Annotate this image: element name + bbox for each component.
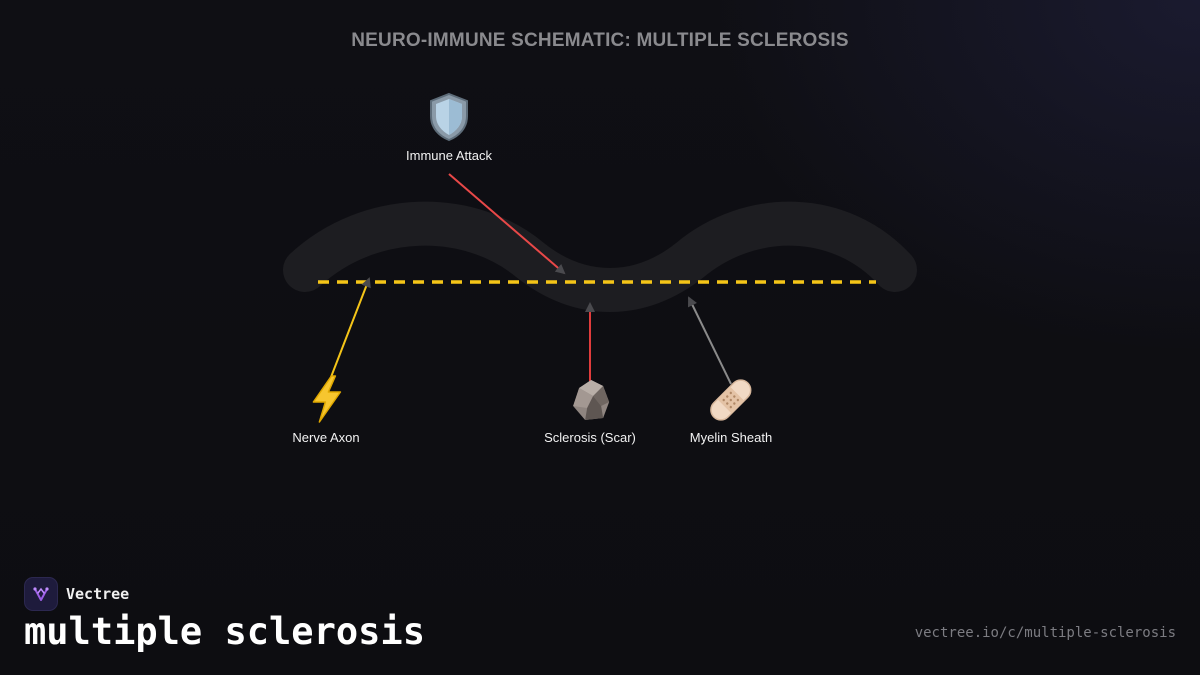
background-wave	[283, 201, 917, 312]
nerve-axon-arrow	[325, 277, 371, 391]
bandage-icon	[690, 374, 772, 426]
node-label: Myelin Sheath	[689, 430, 773, 445]
node-myelin-sheath: Myelin Sheath	[690, 374, 772, 445]
myelin-sheath-arrow	[688, 296, 732, 385]
topic-title: multiple sclerosis	[24, 610, 425, 653]
brand-name: Vectree	[66, 585, 130, 603]
node-label: Immune Attack	[406, 148, 492, 163]
brand[interactable]: Vectree	[24, 577, 129, 611]
shield-icon	[406, 92, 492, 144]
node-label: Nerve Axon	[292, 430, 360, 445]
diagram-title: NEURO-IMMUNE SCHEMATIC: MULTIPLE SCLEROS…	[351, 30, 849, 51]
immune-attack-arrow	[448, 173, 566, 275]
node-sclerosis: Sclerosis (Scar)	[544, 374, 636, 445]
rock-icon	[544, 374, 636, 426]
lightning-icon	[292, 374, 359, 426]
node-label: Sclerosis (Scar)	[544, 430, 636, 445]
node-immune-attack: Immune Attack	[406, 92, 492, 163]
node-nerve-axon: Nerve Axon	[292, 374, 360, 445]
source-url[interactable]: vectree.io/c/multiple-sclerosis	[914, 625, 1176, 641]
vectree-logo-icon	[24, 577, 58, 611]
